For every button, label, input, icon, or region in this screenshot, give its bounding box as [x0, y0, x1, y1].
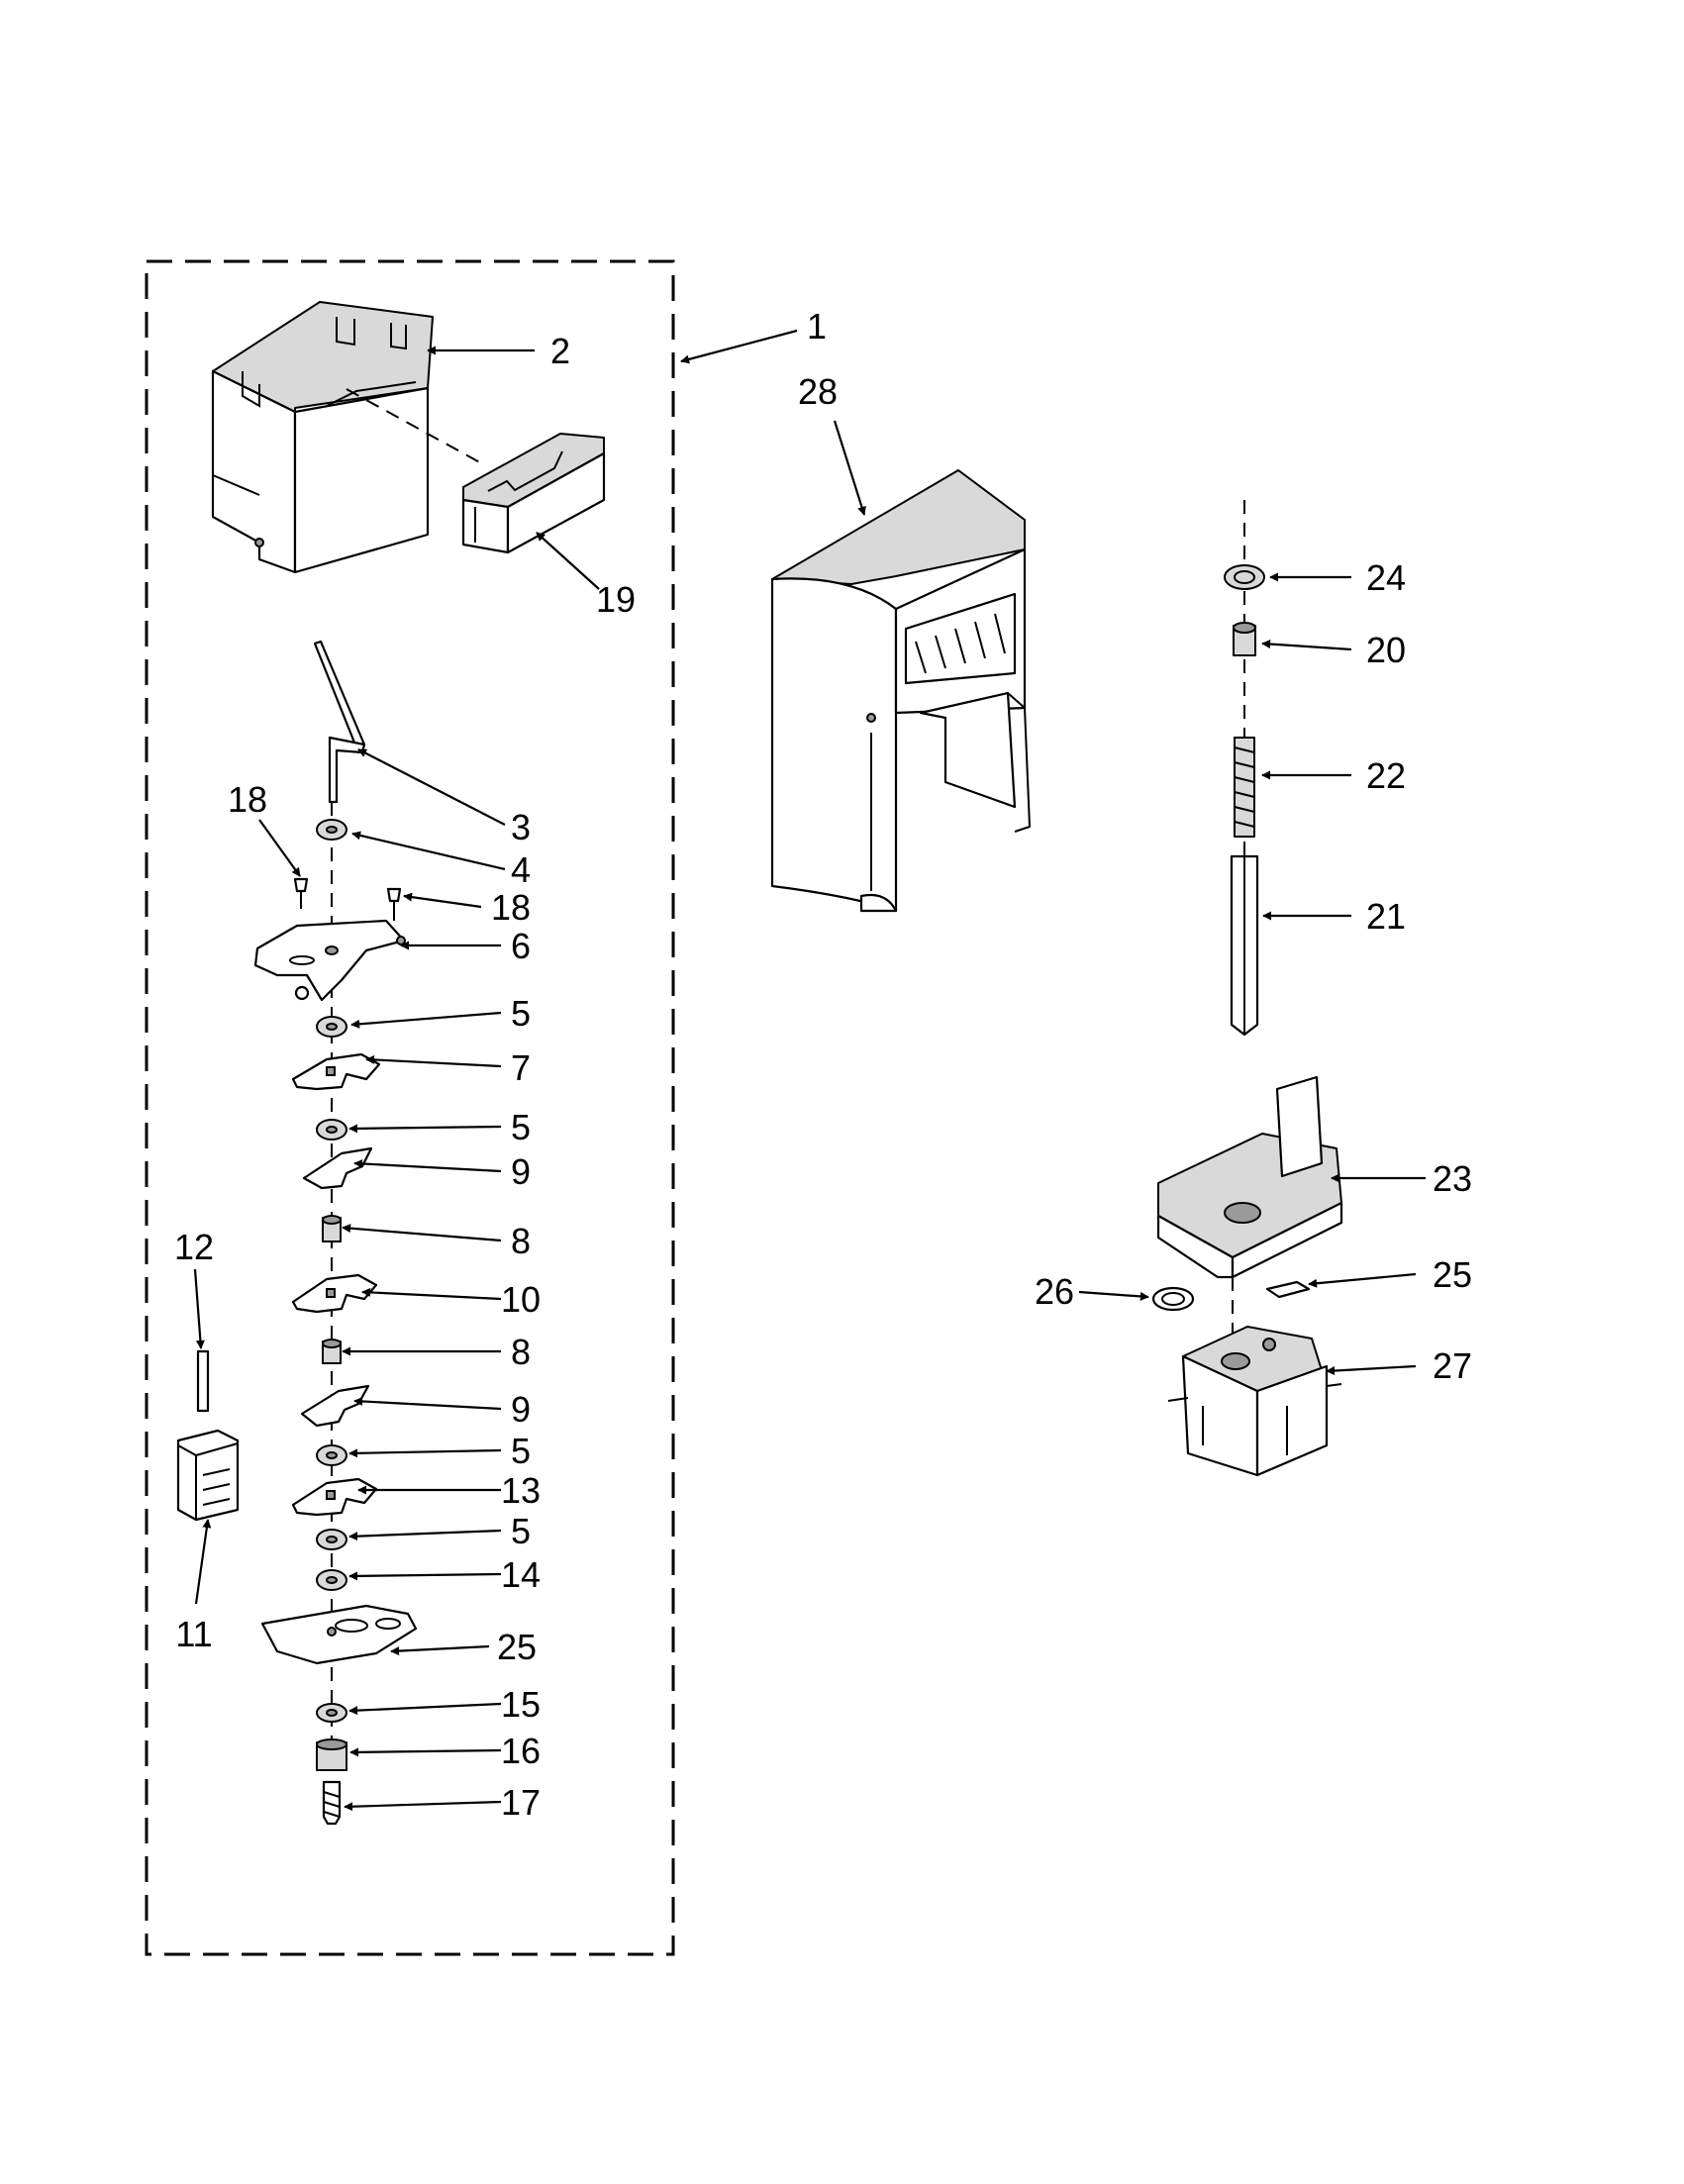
stack-parts [253, 819, 418, 1826]
callout-21: 21 [1366, 896, 1406, 937]
callout-9-a: 9 [511, 1151, 531, 1192]
callout-8-b: 8 [511, 1332, 531, 1372]
auger-parts [1224, 564, 1265, 1037]
callout-24: 24 [1366, 557, 1406, 598]
callout-25-left: 25 [497, 1627, 537, 1667]
callout-7: 7 [511, 1047, 531, 1088]
callout-17: 17 [501, 1782, 541, 1823]
callout-27: 27 [1433, 1345, 1472, 1386]
callout-25-right: 25 [1433, 1254, 1472, 1295]
callout-22: 22 [1366, 755, 1406, 796]
motor-assembly [1151, 1075, 1343, 1477]
callout-labels: 1 2 19 28 3 18 4 18 6 5 7 5 9 8 10 8 9 5… [174, 306, 1472, 1823]
callout-23: 23 [1433, 1158, 1472, 1199]
callout-5-a: 5 [511, 993, 531, 1034]
ice-bucket [211, 301, 434, 574]
callout-15: 15 [501, 1684, 541, 1725]
callout-14: 14 [501, 1554, 541, 1595]
callout-9-b: 9 [511, 1389, 531, 1430]
callout-12: 12 [174, 1227, 214, 1267]
callout-26: 26 [1035, 1271, 1074, 1312]
callout-28: 28 [798, 371, 838, 412]
callout-18-left: 18 [228, 779, 267, 820]
callout-5-b: 5 [511, 1107, 531, 1147]
bucket-bracket-dash [346, 388, 486, 466]
callout-18-right: 18 [491, 887, 531, 928]
dispenser-housing [770, 469, 1032, 913]
callout-19: 19 [596, 579, 636, 620]
callout-3: 3 [511, 807, 531, 847]
callout-8-a: 8 [511, 1221, 531, 1261]
callout-1: 1 [807, 306, 827, 347]
callout-5-c: 5 [511, 1431, 531, 1471]
callout-16: 16 [501, 1731, 541, 1771]
callout-4: 4 [511, 849, 531, 890]
bucket-bracket [461, 433, 606, 554]
callout-13: 13 [501, 1470, 541, 1511]
callout-5-d: 5 [511, 1511, 531, 1551]
callout-11: 11 [175, 1614, 212, 1654]
callout-6: 6 [511, 926, 531, 966]
callout-20: 20 [1366, 630, 1406, 670]
leader-lines [193, 329, 1426, 1812]
callout-2: 2 [550, 331, 570, 371]
assembly-boundary [145, 259, 675, 1956]
crusher-shaft [313, 640, 366, 804]
pin-and-block [176, 1349, 240, 1522]
callout-10: 10 [501, 1279, 541, 1320]
